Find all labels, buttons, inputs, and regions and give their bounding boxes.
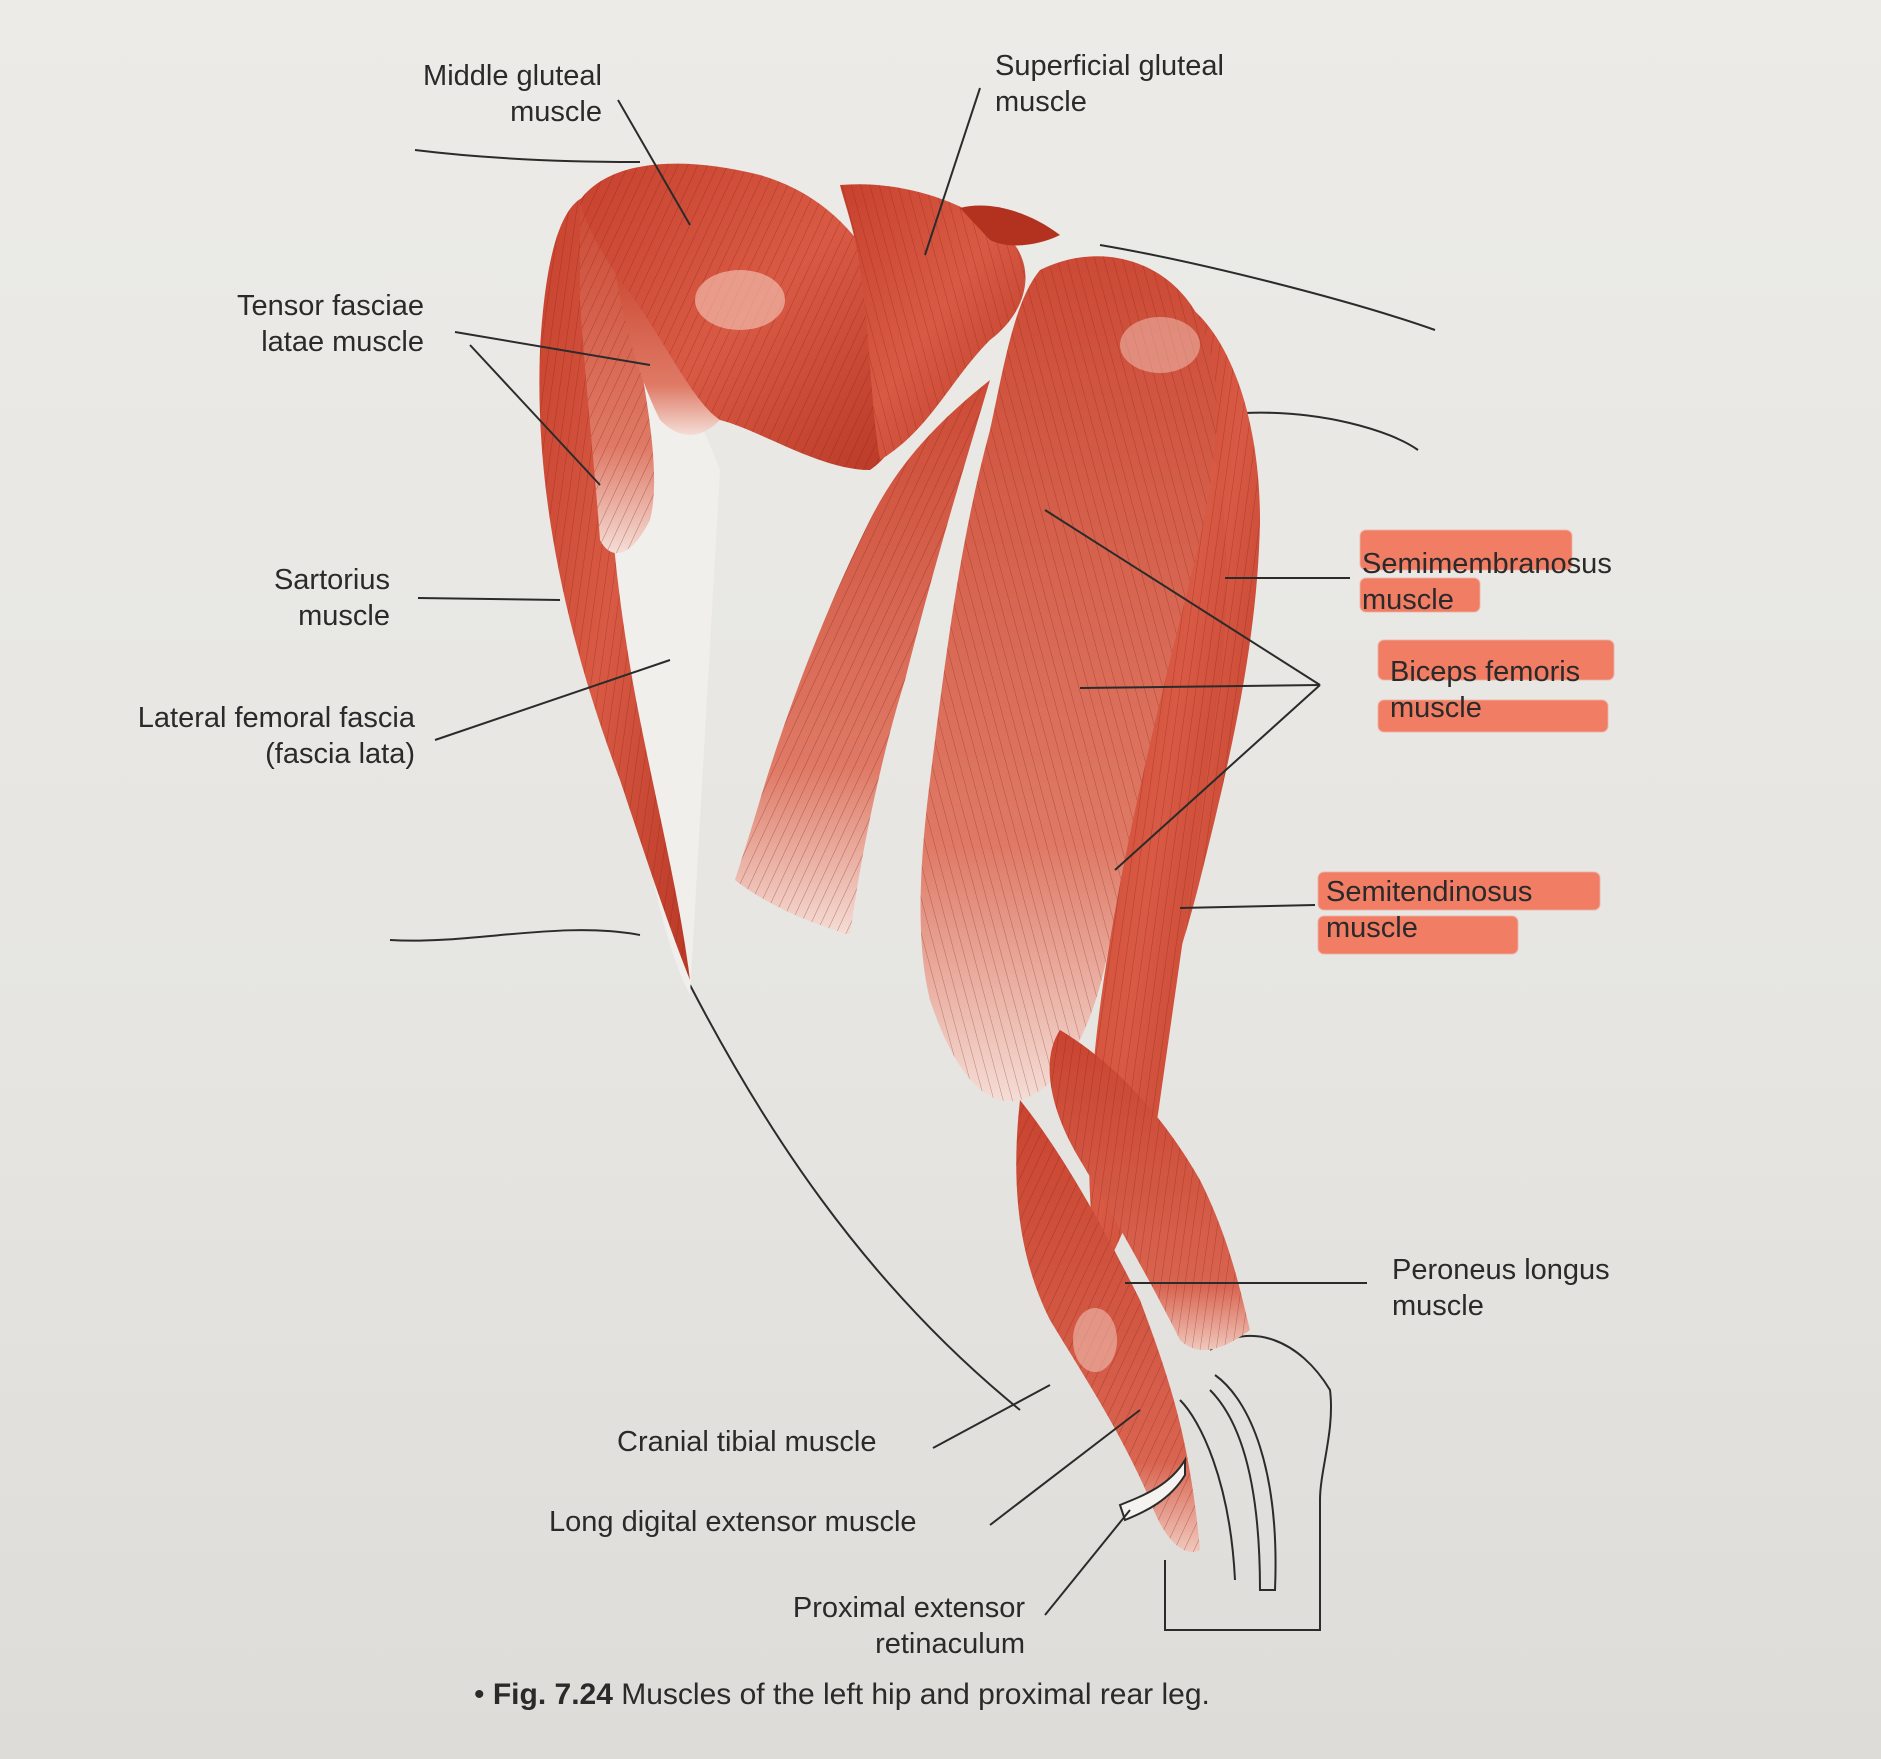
highlight-semimembranosus-2 <box>1360 578 1480 612</box>
highlight-semitendinosus <box>1318 872 1600 910</box>
sartorius-shape <box>539 195 690 980</box>
caption-text: Muscles of the left hip and proximal rea… <box>621 1678 1210 1711</box>
tensor-fasciae-latae-shape <box>580 200 720 554</box>
label-long-digital-extensor: Long digital extensor muscle <box>549 1506 917 1538</box>
label-lateral-femoral-fascia: Lateral femoral fascia(fascia lata) <box>137 702 415 770</box>
biceps-femoris-shape <box>735 256 1217 1102</box>
highlight-biceps-femoris <box>1378 640 1614 680</box>
leader-lines <box>417 87 1367 1616</box>
middle-gluteal-shape <box>580 163 909 470</box>
label-cranial-tibial: Cranial tibial muscle <box>617 1426 877 1458</box>
body-outline-lines <box>389 149 1436 1631</box>
caption-figure-number: Fig. 7.24 <box>492 1678 613 1711</box>
superficial-gluteal-shape <box>840 184 1060 460</box>
highlight-biceps-femoris-2 <box>1378 700 1608 732</box>
highlight-semitendinosus-2 <box>1318 916 1518 954</box>
lower-leg-muscles <box>1016 1030 1250 1552</box>
figure-caption: • Fig. 7.24 Muscles of the left hip and … <box>474 1678 1210 1712</box>
retinaculum-shape <box>1118 1456 1186 1522</box>
highlight-semimembranosus <box>1360 530 1572 570</box>
caption-bullet: • <box>474 1678 485 1711</box>
